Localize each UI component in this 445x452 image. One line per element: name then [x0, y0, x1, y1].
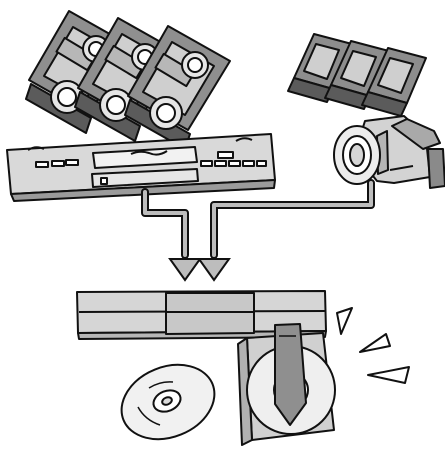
vcr-deck [7, 134, 275, 201]
down-arrow-right [199, 259, 229, 280]
down-arrows [170, 259, 229, 280]
signal-cables [145, 183, 371, 255]
sparkle-middle [360, 334, 390, 352]
sparkle-accents [337, 308, 409, 383]
camcorder-cable [214, 183, 371, 255]
disc-in-case [238, 324, 335, 445]
vhs-tape-stack [26, 11, 230, 149]
down-arrow-left [170, 259, 200, 280]
sparkle-top [337, 308, 352, 334]
sparkle-bottom [368, 367, 409, 383]
cd-disc [110, 352, 225, 452]
vcr-cable [145, 192, 185, 255]
mini-dv-tape-stack [288, 34, 426, 116]
camcorder [334, 116, 445, 188]
